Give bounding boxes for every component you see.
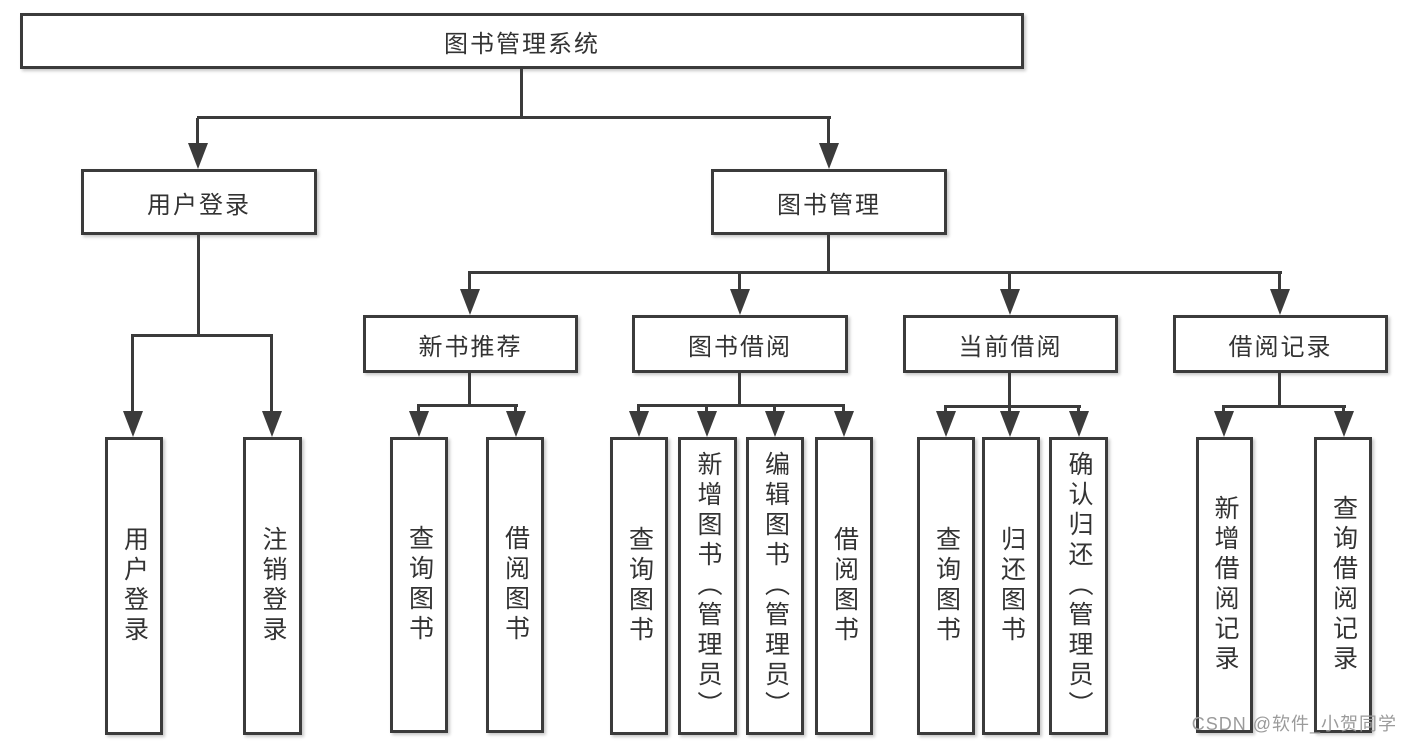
connector-line [738, 373, 741, 407]
leaf-query-borrow-record: 查询借阅记录 [1314, 437, 1372, 733]
arrowhead-down-icon [697, 411, 717, 437]
arrowhead-down-icon [262, 411, 282, 437]
leaf-label: 借阅图书 [830, 526, 859, 646]
node-borrowing-records: 借阅记录 [1173, 315, 1388, 373]
leaf-label: 查询图书 [932, 526, 961, 646]
node-label: 图书管理 [777, 191, 881, 219]
connector-line [842, 406, 845, 415]
connector-line [705, 406, 708, 415]
arrowhead-down-icon [819, 143, 839, 169]
arrowhead-down-icon [409, 411, 429, 437]
connector-line [637, 406, 640, 415]
connector-line [520, 69, 523, 117]
arrowhead-down-icon [936, 411, 956, 437]
node-label: 当前借阅 [958, 333, 1063, 361]
connector-line [827, 118, 830, 147]
arrowhead-down-icon [1214, 411, 1234, 437]
connector-line [417, 404, 518, 407]
arrowhead-down-icon [1270, 289, 1290, 315]
leaf-label: 新增借阅记录 [1211, 495, 1239, 675]
leaf-logout: 注销登录 [243, 437, 302, 735]
leaf-user-login: 用户登录 [105, 437, 163, 735]
connector-line [944, 405, 1081, 408]
connector-line [468, 273, 471, 293]
leaf-return-books: 归还图书 [982, 437, 1040, 735]
watermark: CSDN @软件_小贺同学 [1191, 714, 1397, 734]
connector-line [738, 273, 741, 293]
connector-line [270, 336, 273, 413]
leaf-query-books-1: 查询图书 [390, 437, 448, 733]
arrowhead-down-icon [1000, 289, 1020, 315]
connector-line [1008, 273, 1011, 293]
arrowhead-down-icon [730, 289, 750, 315]
node-new-book-recommendation: 新书推荐 [363, 315, 578, 373]
node-label: 新书推荐 [418, 333, 523, 361]
connector-line [827, 235, 830, 273]
connector-line [197, 116, 831, 119]
leaf-query-books-3: 查询图书 [917, 437, 975, 735]
connector-line [1278, 273, 1281, 293]
leaf-label: 确认归还（管理员） [1065, 451, 1093, 721]
arrowhead-down-icon [1334, 411, 1354, 437]
node-current-borrowing: 当前借阅 [903, 315, 1118, 373]
leaf-label: 注销登录 [259, 526, 287, 646]
leaf-label: 归还图书 [997, 526, 1026, 646]
leaf-label: 借阅图书 [501, 525, 530, 645]
node-user-login: 用户登录 [81, 169, 317, 235]
arrowhead-down-icon [506, 411, 526, 437]
arrowhead-down-icon [1000, 411, 1020, 437]
node-book-borrowing: 图书借阅 [632, 315, 848, 373]
leaf-label: 新增图书（管理员） [694, 451, 722, 721]
arrowhead-down-icon [1069, 411, 1089, 437]
arrowhead-down-icon [765, 411, 785, 437]
leaf-add-book-admin: 新增图书（管理员） [678, 437, 737, 735]
connector-line [514, 406, 517, 415]
connector-line [1222, 405, 1346, 408]
leaf-query-books-2: 查询图书 [610, 437, 668, 735]
leaf-label: 查询图书 [405, 525, 434, 645]
leaf-label: 用户登录 [120, 526, 149, 646]
arrowhead-down-icon [629, 411, 649, 437]
connector-line [196, 118, 199, 147]
connector-line [637, 404, 845, 407]
arrowhead-down-icon [188, 143, 208, 169]
connector-line [468, 373, 471, 407]
arrowhead-down-icon [460, 289, 480, 315]
leaf-label: 编辑图书（管理员） [761, 451, 790, 721]
arrowhead-down-icon [834, 411, 854, 437]
connector-line [417, 406, 420, 415]
leaf-borrow-books-1: 借阅图书 [486, 437, 544, 733]
node-label: 用户登录 [147, 191, 251, 219]
node-library-management-system: 图书管理系统 [20, 13, 1024, 69]
leaf-edit-book-admin: 编辑图书（管理员） [746, 437, 804, 735]
connector-line [468, 271, 1282, 274]
connector-line [1278, 373, 1281, 408]
leaf-label: 查询借阅记录 [1329, 495, 1358, 675]
connector-line [197, 235, 200, 336]
leaf-label: 查询图书 [625, 526, 654, 646]
node-label: 借阅记录 [1228, 333, 1333, 361]
connector-line [131, 336, 134, 413]
leaf-add-borrow-record: 新增借阅记录 [1196, 437, 1253, 733]
connector-line [773, 406, 776, 415]
node-label: 图书借阅 [688, 333, 792, 361]
leaf-borrow-books-2: 借阅图书 [815, 437, 873, 735]
connector-line [131, 334, 273, 337]
arrowhead-down-icon [123, 411, 143, 437]
leaf-confirm-return-admin: 确认归还（管理员） [1049, 437, 1108, 735]
node-book-management: 图书管理 [711, 169, 947, 235]
node-label: 图书管理系统 [444, 30, 600, 58]
connector-line [1008, 373, 1011, 408]
